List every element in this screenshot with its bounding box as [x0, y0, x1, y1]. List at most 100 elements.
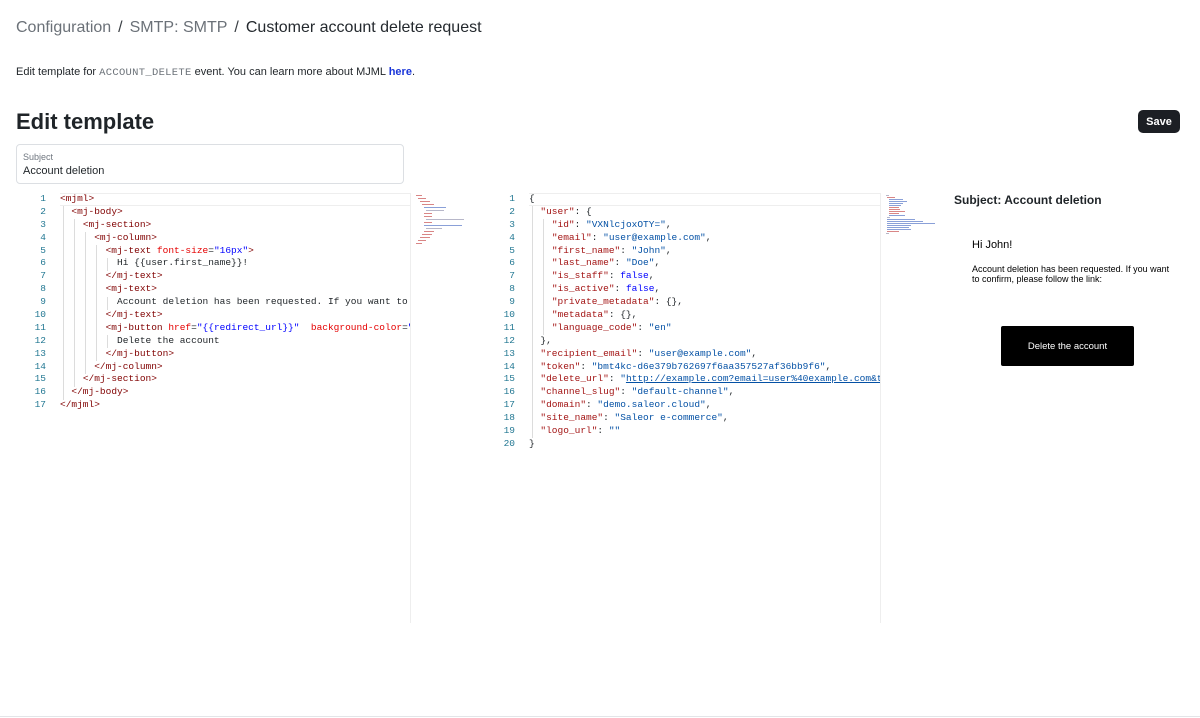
indent-guide [532, 206, 533, 438]
code-line: <mj-button href="{{redirect_url}}" backg… [105, 321, 410, 333]
code-line: "logo_url": "" [540, 425, 621, 437]
code-line: <mjml> [60, 193, 95, 204]
subject-label: Subject [23, 152, 54, 162]
line-number: 12 [503, 334, 515, 346]
page-title: Edit template [16, 109, 155, 134]
code-line: <mj-section> [82, 218, 152, 230]
code-line: "last_name": "Doe", [551, 257, 661, 269]
divider [0, 716, 1200, 717]
line-number: 8 [40, 283, 46, 295]
line-number: 10 [503, 309, 515, 321]
code-line: </mj-column> [94, 360, 163, 372]
code-line: "token": "bmt4kc-d6e379b762697f6aa357527… [540, 360, 832, 372]
code-minimap[interactable] [884, 193, 935, 623]
intro-text: Edit template for ACCOUNT_DELETE event. … [16, 66, 415, 79]
code-line: </mj-text> [105, 270, 163, 282]
delete-account-button[interactable]: Delete the account [1001, 326, 1134, 366]
mjml-docs-link[interactable]: here [388, 66, 412, 78]
preview-message: Account deletion has been requested. If … [972, 264, 1170, 284]
line-number: 10 [34, 309, 46, 321]
editor-scrollbar[interactable] [880, 193, 881, 623]
code-line: "domain": "demo.saleor.cloud", [540, 399, 712, 411]
line-number: 1 [509, 193, 515, 204]
code-line: "is_staff": false, [551, 270, 655, 282]
subject-input[interactable]: Account deletion [23, 165, 105, 177]
payload-code[interactable]: { "user": { "id": "VXNlcjoxOTY=", "email… [529, 193, 881, 623]
line-number: 2 [509, 205, 515, 217]
code-line: <mj-text font-size="16px"> [105, 244, 254, 256]
code-line: <mj-column> [94, 231, 157, 243]
breadcrumb-separator: / [234, 19, 239, 36]
code-line: "delete_url": "http://example.com?email=… [540, 373, 881, 385]
line-number: 9 [509, 296, 515, 308]
line-number: 4 [509, 231, 515, 243]
line-number: 6 [40, 257, 46, 269]
preview-subject: Subject: Account deletion [954, 193, 1102, 207]
indent-guide [85, 232, 86, 374]
line-number: 5 [509, 244, 515, 256]
line-number: 4 [40, 231, 46, 243]
intro-suffix: . [411, 66, 416, 78]
line-number: 15 [34, 373, 46, 385]
event-code: ACCOUNT_DELETE [99, 67, 192, 79]
code-line: "email": "user@example.com", [551, 231, 712, 243]
intro-middle: event. You can learn more about MJML [194, 66, 386, 78]
line-number: 2 [40, 205, 46, 217]
preview-greeting: Hi John! [972, 239, 1013, 251]
line-number: 14 [34, 360, 46, 372]
subject-field[interactable]: Subject Account deletion [16, 144, 404, 184]
line-number: 3 [509, 218, 515, 230]
template-code[interactable]: <mjml> <mj-body> <mj-section> <mj-column… [60, 193, 410, 623]
code-line: }, [529, 334, 552, 346]
code-line: </mj-text> [105, 309, 163, 321]
indent-guide [74, 219, 75, 387]
code-line: <mj-text> [105, 283, 157, 295]
code-line: "site_name": "Saleor e-commerce", [540, 412, 729, 424]
editor-scrollbar[interactable] [410, 193, 411, 623]
line-number: 9 [40, 296, 46, 308]
line-number: 18 [503, 412, 515, 424]
current-line-highlight [60, 193, 410, 206]
code-line: "metadata": {}, [551, 309, 638, 321]
save-button[interactable]: Save [1138, 110, 1180, 133]
line-number: 20 [503, 437, 515, 449]
line-number: 16 [34, 386, 46, 398]
indent-guide [63, 206, 64, 400]
line-number: 6 [509, 257, 515, 269]
line-number: 17 [503, 399, 515, 411]
line-number: 14 [503, 360, 515, 372]
indent-guide [107, 335, 108, 348]
line-number: 1 [40, 193, 46, 204]
breadcrumb-smtp[interactable]: SMTP: SMTP [129, 19, 228, 36]
line-number: 11 [34, 321, 46, 333]
code-line: { [529, 193, 535, 204]
code-line: "language_code": "en" [551, 321, 672, 333]
code-line: </mj-section> [82, 373, 157, 385]
code-line: "recipient_email": "user@example.com", [540, 347, 758, 359]
line-number-gutter: 1 2 3 4 5 6 7 8 9 10 11 12 13 14 15 16 1… [16, 193, 46, 623]
indent-guide [107, 258, 108, 271]
breadcrumb-configuration[interactable]: Configuration [16, 19, 112, 36]
indent-guide [107, 297, 108, 310]
code-line: </mj-body> [71, 386, 129, 398]
code-line: <mj-body> [71, 205, 123, 217]
code-line: Hi {{user.first_name}}! [60, 257, 249, 269]
code-line: "private_metadata": {}, [551, 296, 683, 308]
payload-code-editor[interactable]: 1 2 3 4 5 6 7 8 9 10 11 12 13 14 15 16 1… [487, 193, 935, 623]
line-number: 17 [34, 399, 46, 411]
line-number: 7 [40, 270, 46, 282]
code-line: "channel_slug": "default-channel", [540, 386, 735, 398]
line-number: 15 [503, 373, 515, 385]
code-line: Delete the account [60, 334, 220, 346]
code-line: </mjml> [60, 399, 100, 411]
code-line: "first_name": "John", [551, 244, 672, 256]
breadcrumb: Configuration / SMTP: SMTP / Customer ac… [16, 17, 482, 39]
code-line: } [529, 437, 535, 449]
indent-guide [96, 245, 97, 361]
template-code-editor[interactable]: 1 2 3 4 5 6 7 8 9 10 11 12 13 14 15 16 1… [16, 193, 466, 623]
code-minimap[interactable] [414, 193, 464, 623]
breadcrumb-current: Customer account delete request [245, 19, 482, 36]
intro-prefix: Edit template for [16, 66, 97, 78]
line-number: 13 [503, 347, 515, 359]
line-number: 3 [40, 218, 46, 230]
